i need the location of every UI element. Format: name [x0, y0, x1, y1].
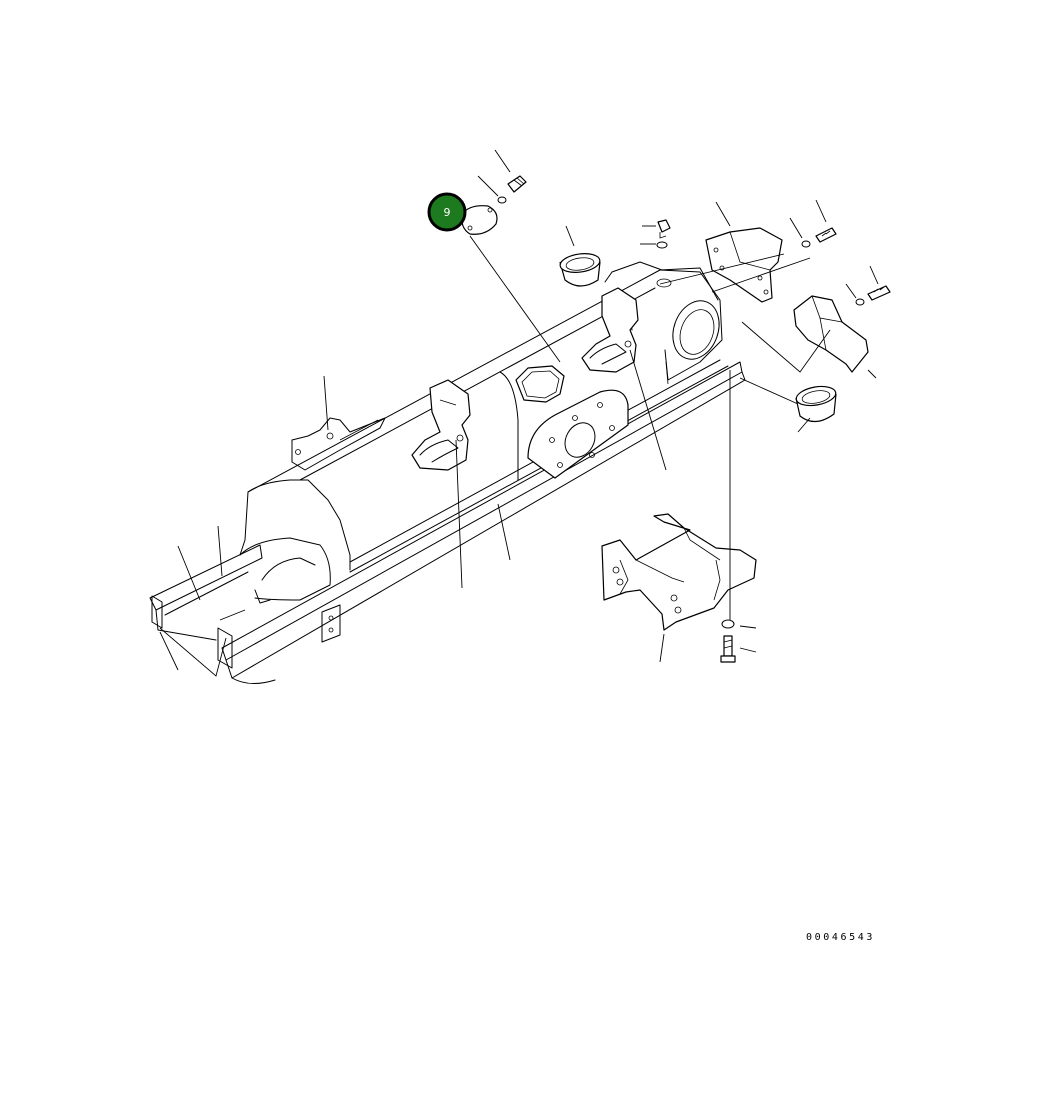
bracket-upper-right: [705, 227, 837, 303]
callout-9-label: 9: [444, 206, 451, 219]
pivot-bore: [604, 261, 720, 385]
drawing-number: 00046543: [806, 932, 875, 943]
grease-fitting: [656, 219, 671, 249]
top-cover-port: [515, 365, 565, 403]
roller-mount-right: [581, 287, 639, 373]
side-mount-plate: [527, 389, 629, 479]
lower-cradle-bracket: [601, 513, 757, 663]
track-frame-beam: [149, 267, 746, 684]
leader-lines: [159, 149, 879, 677]
bushing-right: [795, 385, 837, 423]
callout-9[interactable]: 9: [427, 192, 467, 232]
guard-bracket-left: [291, 417, 386, 471]
callout-9-marker[interactable]: [427, 192, 467, 232]
small-cover: [461, 175, 527, 235]
roller-mount-middle: [411, 379, 471, 471]
guard-upper-right: [793, 285, 891, 373]
bushing-top: [559, 253, 601, 287]
